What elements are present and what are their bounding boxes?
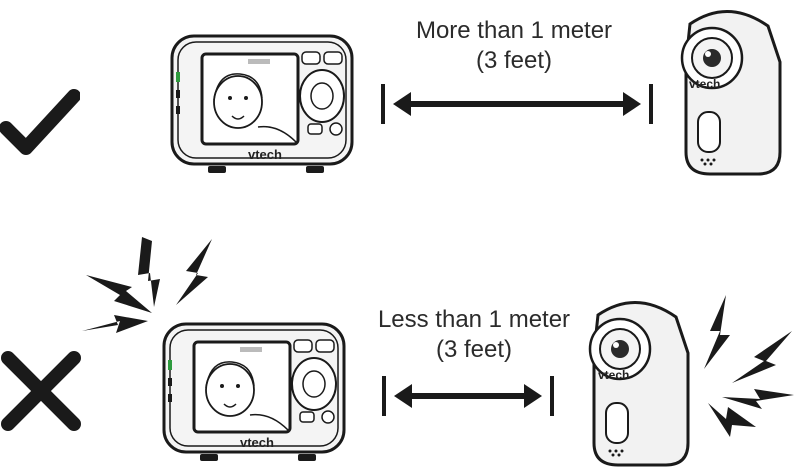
distance-label-top-line1: More than 1 meter (415, 17, 613, 44)
distance-label-top-line2: (3 feet) (475, 47, 553, 74)
checkmark-icon (0, 89, 80, 155)
distance-arrow-top (381, 84, 653, 124)
distance-label-top: More than 1 meter (3 feet) (390, 16, 638, 76)
parent-monitor (170, 34, 354, 173)
baby-camera (588, 301, 690, 467)
distance-arrow-bottom (382, 376, 554, 416)
cross-icon (1, 351, 81, 431)
camera-brand: vtech (689, 77, 721, 91)
noise-lightning-left (82, 237, 212, 333)
distance-label-bottom: Less than 1 meter (3 feet) (350, 305, 598, 365)
baby-face-icon (205, 361, 289, 431)
baby-face-icon (213, 73, 297, 143)
bottom-row: vtech Less than 1 meter (3 feet) vtech (0, 235, 797, 471)
top-row: vtech More than 1 meter (3 feet) vtech (0, 0, 797, 235)
distance-label-bottom-line2: (3 feet) (435, 336, 513, 363)
parent-monitor (162, 322, 346, 461)
monitor-brand: vtech (240, 435, 274, 450)
camera-brand: vtech (598, 368, 630, 382)
monitor-brand: vtech (248, 147, 282, 162)
distance-label-bottom-line1: Less than 1 meter (377, 306, 571, 333)
baby-camera (680, 10, 782, 176)
noise-lightning-right (704, 295, 794, 437)
